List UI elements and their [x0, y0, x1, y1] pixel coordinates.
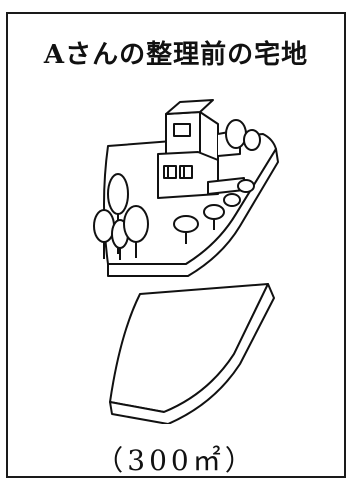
- house-icon: [158, 100, 244, 198]
- figure-title: Aさんの整理前の宅地: [8, 34, 344, 71]
- area-label: （300㎡）: [8, 439, 344, 479]
- figure-frame: Aさんの整理前の宅地: [6, 12, 346, 478]
- lot-with-house-icon: [94, 100, 278, 276]
- illustration: [68, 94, 288, 424]
- empty-lot-icon: [110, 284, 274, 424]
